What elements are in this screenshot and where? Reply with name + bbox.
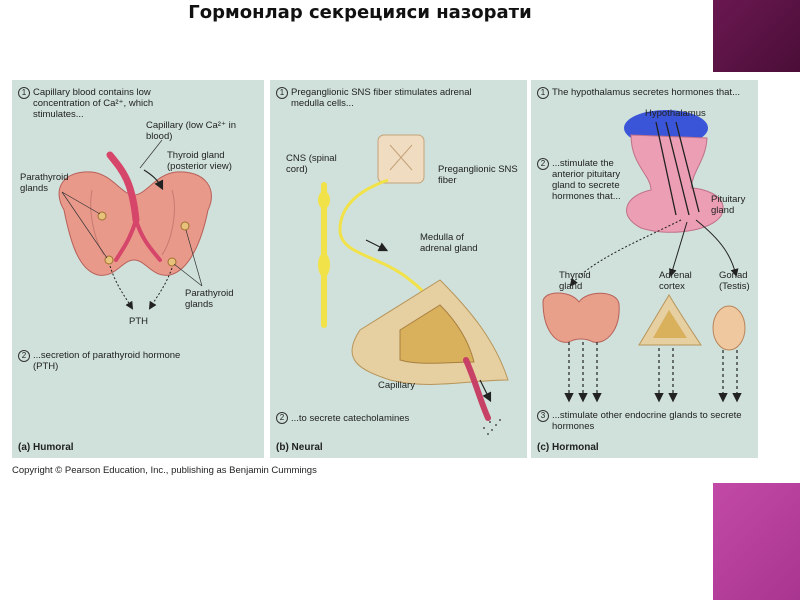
capillary-vessel [106,151,140,224]
neural-illustration [318,134,509,435]
hormonal-gonad-label: Gonad (Testis) [719,270,750,292]
humoral-illustration [58,139,212,310]
copyright-text: Copyright © Pearson Education, Inc., pub… [12,465,317,476]
neural-capillary-label: Capillary [378,380,415,391]
hormonal-pituitary-label: Pituitary gland [711,194,746,216]
hormonal-step3-text: ...stimulate other endocrine glands to s… [552,410,742,432]
neural-step1-text: Preganglionic SNS fiber stimulates adren… [291,87,472,109]
neural-capillary [463,357,491,421]
hormonal-step1-number: 1 [537,87,549,99]
hormonal-adrenal-label: Adrenal cortex [659,270,692,292]
hormonal-step1-text: The hypothalamus secretes hormones that.… [552,87,740,98]
hormonal-caption: (c) Hormonal [537,442,599,453]
humoral-capillary-label: Capillary (low Ca²⁺ in blood) [146,120,237,142]
gonad-target-shape [712,305,746,351]
humoral-step1-number: 1 [18,87,30,99]
neural-medulla-label: Medulla of adrenal gland [420,232,478,254]
slide-title: Гормонлар секрецияси назорати [188,2,532,23]
neural-fiber-label: Preganglionic SNS fiber [438,164,518,186]
top-accent-block [713,0,800,72]
humoral-panel: 1 Capillary blood contains low concentra… [12,80,264,458]
humoral-step2-number: 2 [18,350,30,362]
parathyroid-gland-3 [180,221,190,231]
hormonal-panel: 1 The hypothalamus secretes hormones tha… [531,80,758,458]
humoral-step2-text: ...secretion of parathyroid hormone (PTH… [33,350,181,372]
humoral-parathyroid-right-label: Parathyroid glands [185,288,234,310]
hormonal-thyroid-label: Thyroid gland [559,270,591,292]
humoral-step1-text: Capillary blood contains low concentrati… [33,87,154,120]
humoral-caption: (a) Humoral [18,442,74,453]
hormonal-step2-text: ...stimulate the anterior pituitary glan… [552,158,621,202]
neural-step2-number: 2 [276,412,288,424]
hormonal-step3-number: 3 [537,410,549,422]
neural-step1-number: 1 [276,87,288,99]
pituitary-gland-shape [626,134,724,233]
bottom-accent-block [713,483,800,600]
neural-cns-label: CNS (spinal cord) [286,153,337,175]
neural-panel: 1 Preganglionic SNS fiber stimulates adr… [270,80,527,458]
hormonal-hypothalamus-label: Hypothalamus [645,108,706,119]
neural-step2-text: ...to secrete catecholamines [291,413,410,424]
spinal-cord-segment [377,134,425,184]
neural-caption: (b) Neural [276,442,323,453]
humoral-pth-label: PTH [129,316,148,327]
thyroid-target-shape [542,292,620,343]
humoral-parathyroid-left-label: Parathyroid glands [20,172,69,194]
humoral-thyroid-label: Thyroid gland (posterior view) [167,150,232,172]
hormonal-illustration [542,110,746,403]
hormonal-step2-number: 2 [537,158,549,170]
